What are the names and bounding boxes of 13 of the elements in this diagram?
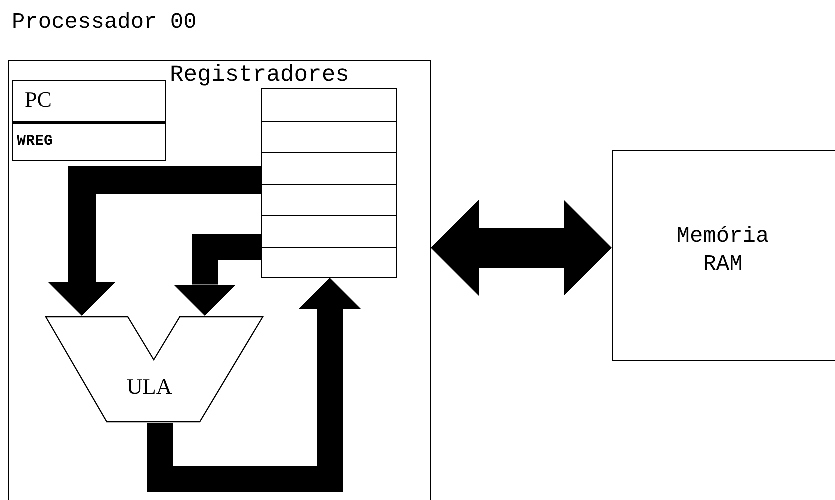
block-arrow	[147, 278, 362, 492]
memory-label: Memória RAM	[676, 223, 770, 279]
alu-label: ULA	[127, 374, 172, 400]
register-box	[12, 80, 166, 124]
register-box	[12, 123, 166, 161]
register-name: WREG	[17, 133, 54, 150]
diagram-title: Processador 00	[12, 10, 197, 35]
memory-box	[612, 150, 835, 361]
block-arrow	[431, 200, 612, 296]
processor-box	[8, 60, 431, 500]
block-arrow	[48, 166, 261, 316]
register-name: PC	[25, 87, 52, 113]
register-file-heading: Registradores	[170, 62, 350, 88]
